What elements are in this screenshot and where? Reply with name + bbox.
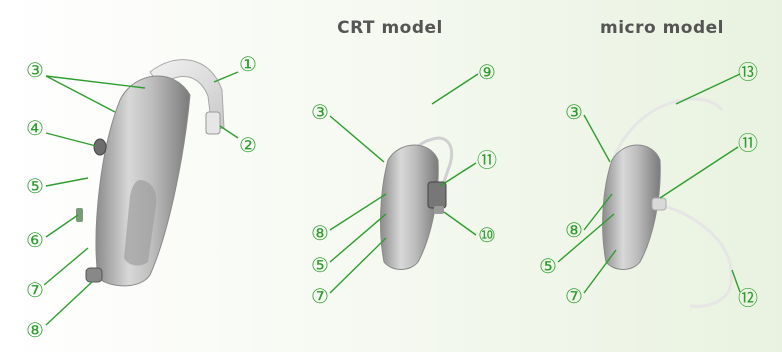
callout-5-micro: ⑤: [539, 254, 557, 278]
micro-device: [602, 97, 733, 308]
callout-12: ⑫: [738, 286, 758, 310]
callout-7: ⑦: [26, 278, 44, 302]
callout-7-micro: ⑦: [565, 284, 583, 308]
bte-button: [93, 138, 107, 156]
callout-3-crt: ③: [311, 100, 329, 124]
callout-1: ①: [239, 52, 257, 76]
micro-tube: [610, 97, 724, 166]
crt-model-title: CRT model: [337, 18, 443, 38]
callout-8: ⑧: [26, 318, 44, 342]
callout-13: ⑬: [738, 60, 758, 84]
crt-body: [380, 144, 439, 270]
callout-numbers: ③ ① ④ ② ⑤ ⑥ ⑦ ⑧ ⑨ ③ ⑪ ⑧ ⑩ ⑤ ⑦ ⑬ ③ ⑪ ⑧ ⑤ …: [26, 52, 758, 342]
micro-tube-lower: [659, 203, 733, 308]
bte-battery-door: [85, 267, 103, 283]
callout-7-crt: ⑦: [311, 284, 329, 308]
callout-3-micro: ③: [565, 100, 583, 124]
callout-5: ⑤: [26, 174, 44, 198]
callout-5-crt: ⑤: [311, 253, 329, 277]
bte-switch: [76, 208, 83, 222]
callout-4: ④: [26, 116, 44, 140]
callout-11: ⑪: [477, 148, 497, 172]
bte-device: [76, 59, 225, 287]
callout-9: ⑨: [478, 60, 496, 84]
micro-model-title: micro model: [599, 18, 725, 38]
callout-6: ⑥: [26, 228, 44, 252]
callout-8-crt: ⑧: [311, 221, 329, 245]
micro-tube-connector: [651, 197, 667, 211]
callout-lines: [43, 71, 741, 326]
bte-hook-tip: [205, 111, 221, 135]
callout-8-micro: ⑧: [565, 218, 583, 242]
crt-dome: [434, 206, 444, 214]
crt-receiver: [427, 181, 447, 209]
callout-3: ③: [26, 58, 44, 82]
callout-11-micro: ⑪: [738, 131, 758, 155]
callout-2: ②: [239, 133, 257, 157]
crt-device: [380, 136, 454, 270]
bte-grille: [124, 180, 157, 266]
callout-10: ⑩: [478, 223, 496, 247]
